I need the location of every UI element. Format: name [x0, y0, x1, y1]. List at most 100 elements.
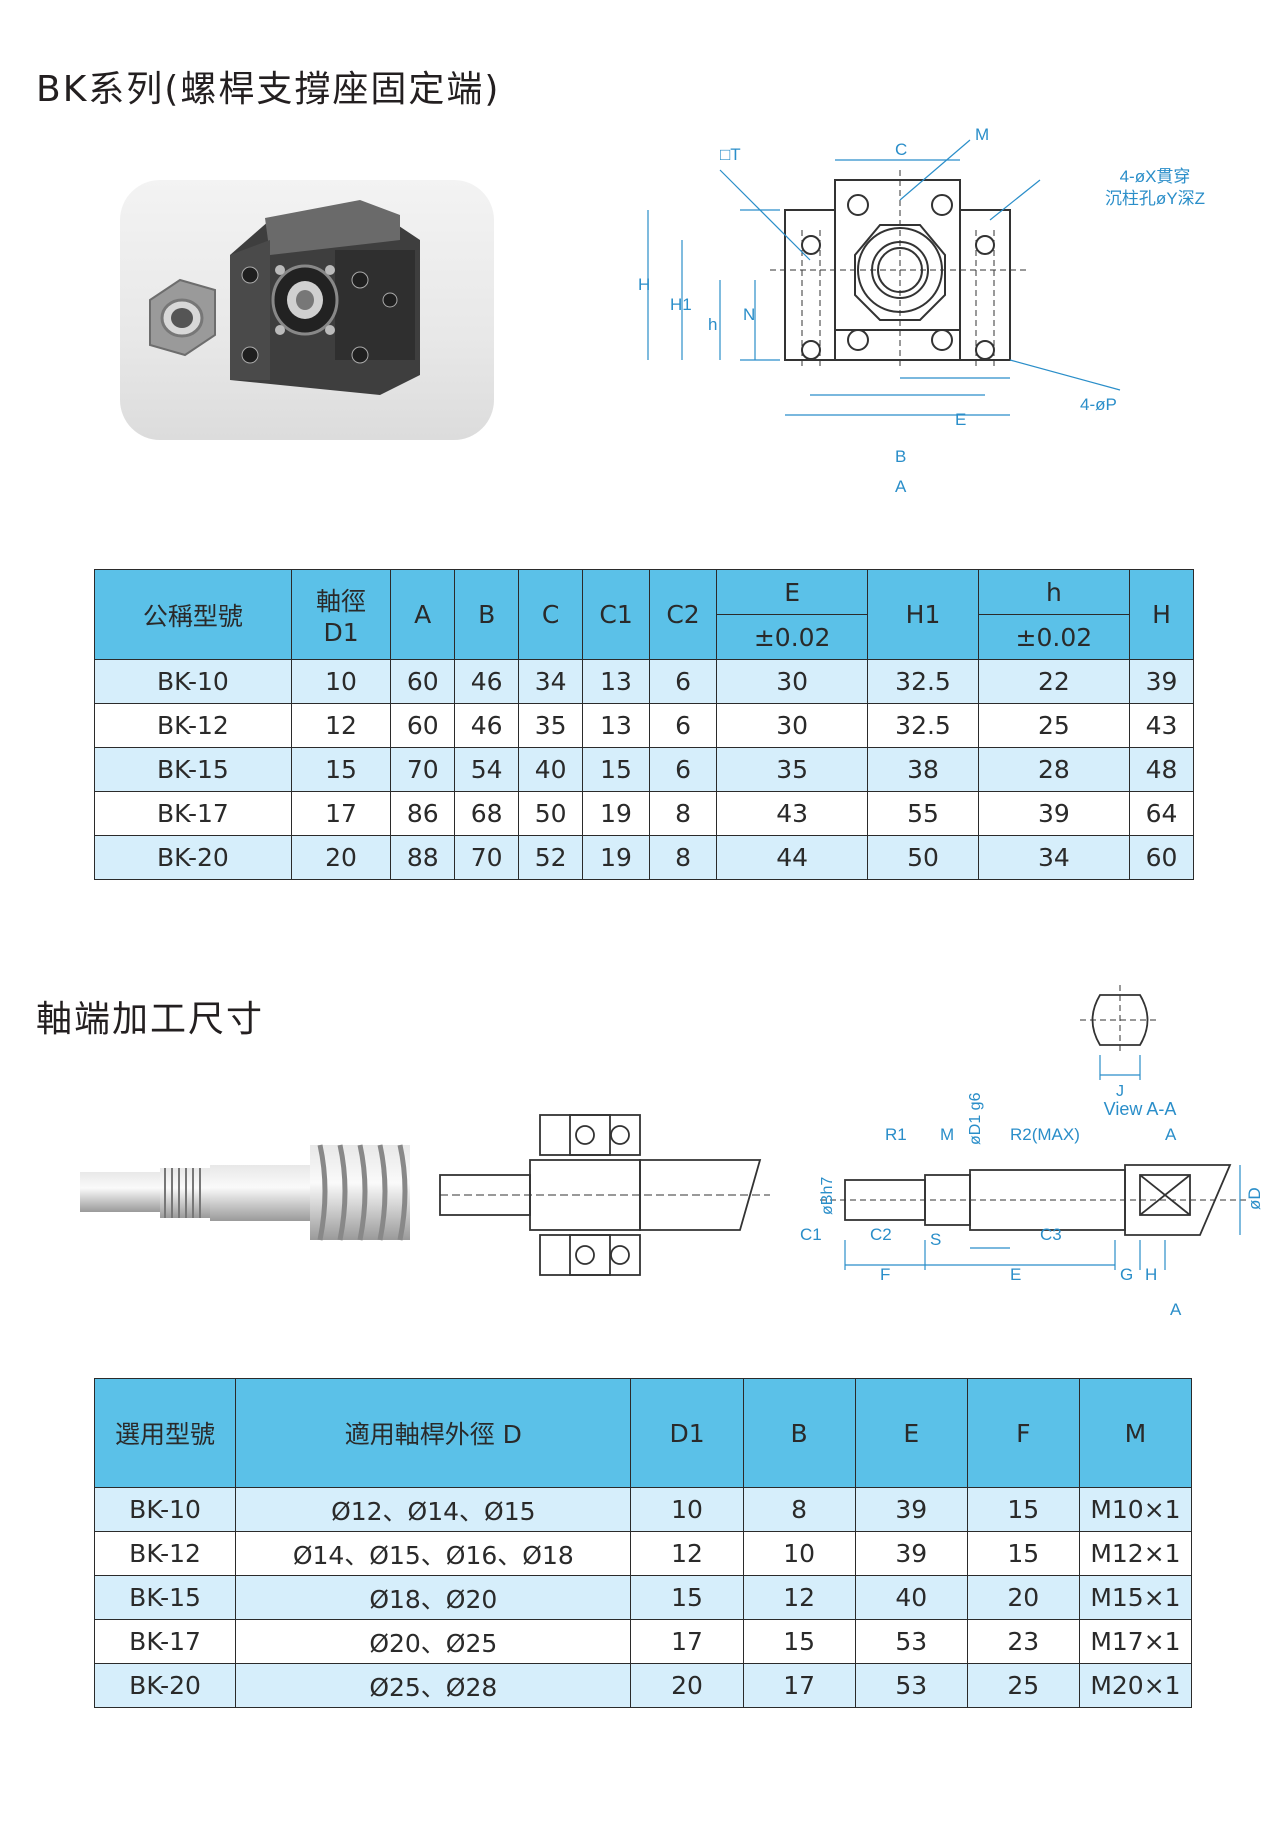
- table-cell: 17: [630, 1619, 744, 1664]
- table-cell: 28: [977, 747, 1131, 792]
- header-d1-line1: 軸徑: [316, 587, 367, 616]
- label-r1: R1: [885, 1125, 907, 1144]
- table-cell: 70: [454, 835, 520, 880]
- label-x: 4-øX貫穿: [1120, 167, 1191, 186]
- table-cell: 15: [630, 1575, 744, 1620]
- table-cell: M12×1: [1078, 1531, 1193, 1576]
- table-cell: 6: [649, 703, 718, 748]
- header-b: B: [454, 569, 520, 660]
- label-f: F: [880, 1265, 890, 1284]
- header-d1: 軸徑 D1: [290, 569, 392, 660]
- table-cell: 10: [290, 659, 392, 704]
- table-cell: 39: [854, 1531, 968, 1576]
- table-cell: 43: [1129, 703, 1194, 748]
- table-cell: 48: [1129, 747, 1194, 792]
- section-title-bk-series: BK系列(螺桿支撐座固定端): [36, 69, 501, 110]
- table-cell: 12: [630, 1531, 744, 1576]
- table-cell: 46: [454, 703, 520, 748]
- shaft-photo: [80, 1144, 410, 1241]
- table-cell: 6: [649, 747, 718, 792]
- table-cell: 6: [649, 659, 718, 704]
- label-h: h: [708, 315, 717, 334]
- table-cell: 32.5: [867, 703, 979, 748]
- table-cell: 12: [290, 703, 392, 748]
- header2-d1: D1: [630, 1378, 744, 1488]
- label-r2: R2(MAX): [1010, 1125, 1080, 1144]
- table-cell: 40: [518, 747, 584, 792]
- label-h1: H1: [670, 295, 692, 314]
- table-cell: BK-15: [94, 747, 292, 792]
- bk-spec-table: 公稱型號 軸徑 D1 A B C C1 C2 E H1 h H ±0.02 ±0…: [94, 569, 1194, 880]
- table-cell: 44: [716, 835, 869, 880]
- table-cell: 20: [290, 835, 392, 880]
- label-b: B: [895, 447, 906, 466]
- table-cell: 22: [977, 659, 1131, 704]
- header2-b: B: [742, 1378, 856, 1488]
- table-cell: 12: [742, 1575, 856, 1620]
- support-block-image: [149, 200, 420, 395]
- table-cell: 50: [867, 835, 979, 880]
- table-cell: 13: [582, 659, 651, 704]
- table-cell: 38: [867, 747, 979, 792]
- header-a: A: [390, 569, 456, 660]
- table-cell: 30: [716, 659, 869, 704]
- table-cell: 34: [518, 659, 584, 704]
- table-cell: 30: [716, 703, 869, 748]
- header-e-tolerance: ±0.02: [716, 614, 869, 660]
- table-cell: 86: [390, 791, 456, 836]
- table-cell: BK-20: [93, 1663, 237, 1708]
- header-h: H: [1129, 569, 1194, 660]
- section-title-shaft-end: 軸端加工尺寸: [36, 999, 265, 1040]
- table-cell: 25: [966, 1663, 1080, 1708]
- header2-model: 選用型號: [93, 1378, 237, 1488]
- label-d1g6: øD1 g6: [967, 1092, 984, 1145]
- header2-m: M: [1078, 1378, 1193, 1488]
- header-c2: C2: [649, 569, 718, 660]
- label-p: 4-øP: [1080, 395, 1117, 414]
- table-cell: 39: [854, 1487, 968, 1532]
- table-cell: 15: [966, 1531, 1080, 1576]
- table-cell: 68: [454, 791, 520, 836]
- table-cell: 64: [1129, 791, 1194, 836]
- table-cell: M17×1: [1078, 1619, 1193, 1664]
- label-h2: H: [1145, 1265, 1157, 1284]
- header2-f: F: [966, 1378, 1080, 1488]
- label-a-top: A: [1165, 1125, 1177, 1144]
- table-cell: 17: [742, 1663, 856, 1708]
- header-h-small: h: [977, 569, 1131, 615]
- table-cell: 46: [454, 659, 520, 704]
- table-cell: BK-10: [94, 659, 292, 704]
- header-d1-line2: D1: [323, 618, 359, 647]
- table-cell: 40: [854, 1575, 968, 1620]
- table-cell: Ø20、Ø25: [235, 1619, 632, 1664]
- header2-shaft-d: 適用軸桿外徑 D: [235, 1378, 632, 1488]
- table-cell: M20×1: [1078, 1663, 1193, 1708]
- label-n: N: [743, 305, 755, 324]
- label-s: S: [930, 1230, 941, 1249]
- table-cell: 8: [649, 835, 718, 880]
- table-cell: 60: [390, 703, 456, 748]
- table-cell: 8: [742, 1487, 856, 1532]
- label-c2: C2: [870, 1225, 892, 1244]
- label-t: □T: [720, 145, 741, 164]
- table-cell: 15: [742, 1619, 856, 1664]
- header-h1: H1: [867, 569, 979, 660]
- table-cell: BK-17: [93, 1619, 237, 1664]
- header-model: 公稱型號: [94, 569, 292, 660]
- table-cell: 25: [977, 703, 1131, 748]
- assembly-drawing: [439, 1114, 770, 1276]
- table-cell: 88: [390, 835, 456, 880]
- table-cell: 60: [390, 659, 456, 704]
- label-m2: M: [940, 1125, 954, 1144]
- label-d: øD: [1245, 1187, 1264, 1210]
- label-c: C: [895, 140, 907, 159]
- table-cell: 10: [742, 1531, 856, 1576]
- label-g: G: [1120, 1265, 1133, 1284]
- table-cell: 39: [977, 791, 1131, 836]
